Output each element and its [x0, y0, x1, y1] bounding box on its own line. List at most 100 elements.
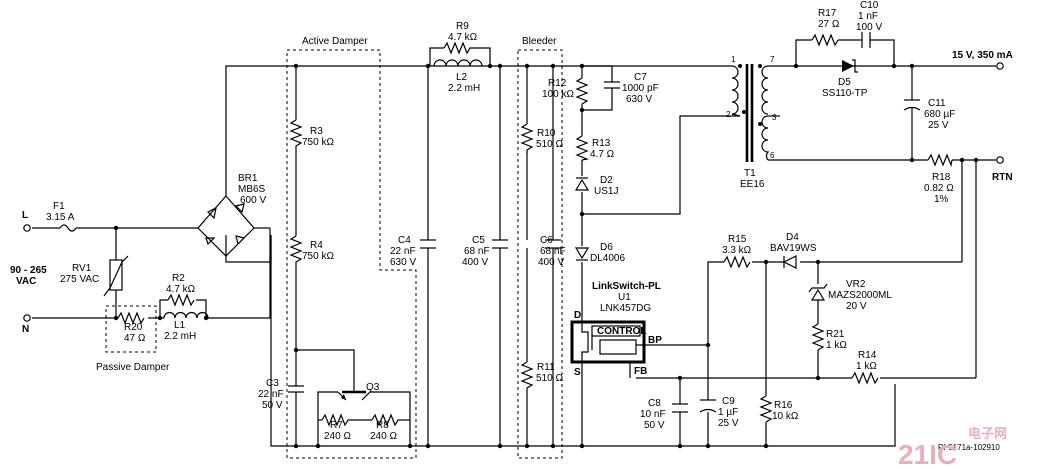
- capacitor-c11: [903, 99, 921, 111]
- drawing-id: PI-5171a-102910: [938, 443, 1000, 452]
- t1-pin1: 1: [731, 55, 736, 64]
- c6-value2: 400 V: [538, 257, 564, 268]
- input-voltage-line1: 90 - 265: [10, 265, 47, 276]
- r13-name: R13: [592, 138, 611, 149]
- c3-name: C3: [266, 378, 279, 389]
- r16-name: R16: [774, 400, 793, 411]
- resistor-r2: [167, 293, 195, 307]
- c10-value: 1 nF: [858, 11, 878, 22]
- c9-value: 1 µF: [718, 407, 738, 418]
- d2-value: US1J: [594, 186, 618, 197]
- zener-vr2: [808, 283, 828, 301]
- r4-name: R4: [310, 240, 323, 251]
- r10-name: R10: [537, 128, 556, 139]
- label-bleeder: Bleeder: [522, 36, 557, 47]
- c7-value: 1000 pF: [622, 83, 659, 94]
- t1-pin6: 6: [770, 151, 775, 160]
- resistor-r21: [811, 323, 825, 351]
- c5-name: C5: [472, 235, 485, 246]
- input-voltage-line2: VAC: [16, 276, 36, 287]
- c9-value2: 25 V: [718, 418, 739, 429]
- resistor-r14: [851, 371, 879, 385]
- l2-name: L2: [456, 72, 468, 83]
- capacitor-c6: [545, 239, 561, 249]
- br1-value: MB6S: [238, 184, 266, 195]
- capacitor-c7: [604, 81, 620, 89]
- c4-value: 22 nF: [390, 246, 416, 257]
- r17-name: R17: [818, 8, 837, 19]
- terminal-l: L: [22, 210, 28, 221]
- r7-name: R7: [330, 420, 343, 431]
- junctions: [23, 62, 1004, 449]
- resistor-r15: [723, 255, 751, 269]
- vr2-value: MAZS2000ML: [828, 290, 892, 301]
- diode-d6: [574, 247, 590, 261]
- c11-value: 680 µF: [924, 109, 955, 120]
- u1-control-label: CONTROL: [597, 326, 646, 337]
- d4-name: D4: [786, 232, 799, 243]
- inductor-l2: [433, 59, 483, 67]
- d5-name: D5: [838, 77, 851, 88]
- t1-pin3: 3: [772, 113, 777, 122]
- c8-value: 10 nF: [640, 409, 666, 420]
- l1-value: 2.2 mH: [164, 331, 196, 342]
- c8-value2: 50 V: [644, 420, 665, 431]
- r10-value: 510 Ω: [536, 139, 563, 150]
- c6-name: C6: [540, 235, 553, 246]
- l1-name: L1: [174, 320, 186, 331]
- fuse-f1: [59, 224, 77, 232]
- l2-value: 2.2 mH: [448, 83, 480, 94]
- r12-name: R12: [548, 78, 567, 89]
- resistor-r4: [289, 235, 303, 266]
- resistor-r8: [371, 413, 400, 427]
- resistor-r17: [811, 33, 839, 47]
- r8-name: R8: [376, 420, 389, 431]
- br1-name: BR1: [238, 173, 258, 184]
- r16-value: 10 kΩ: [772, 411, 799, 422]
- resistor-r13: [575, 135, 590, 161]
- resistor-r7: [321, 413, 352, 427]
- capacitor-c3: [288, 385, 304, 400]
- c6-value: 68 nF: [540, 246, 566, 257]
- output-rtn: RTN: [992, 172, 1013, 183]
- c8-name: C8: [648, 398, 661, 409]
- capacitor-c9: [699, 399, 717, 413]
- d4-value: BAV19WS: [770, 243, 817, 254]
- capacitor-c5: [492, 239, 508, 249]
- r17-value: 27 Ω: [818, 19, 840, 30]
- d2-name: D2: [600, 175, 613, 186]
- r21-name: R21: [826, 329, 845, 340]
- resistor-r9: [443, 41, 474, 55]
- diode-d5: [842, 59, 858, 73]
- u1-pin-fb: FB: [634, 366, 647, 377]
- label-active-damper: Active Damper: [302, 36, 368, 47]
- r18-value: 0.82 Ω: [924, 183, 954, 194]
- diode-d2: [574, 177, 590, 191]
- c10-value2: 100 V: [856, 22, 882, 33]
- r3-name: R3: [310, 126, 323, 137]
- f1-name: F1: [53, 201, 65, 212]
- br1-value2: 600 V: [240, 195, 266, 206]
- ic-u1: [570, 320, 646, 378]
- r11-value: 510 Ω: [536, 373, 563, 384]
- bridge-br1: [197, 180, 272, 263]
- resistor-r11: [520, 361, 534, 390]
- u1-title: LinkSwitch-PL: [592, 281, 661, 292]
- c7-value2: 630 V: [626, 94, 652, 105]
- vr2-name: VR2: [846, 279, 866, 290]
- r2-name: R2: [172, 273, 185, 284]
- output-15v: 15 V, 350 mA: [952, 50, 1013, 61]
- varistor-rv1: [103, 255, 129, 297]
- r7-value: 240 Ω: [324, 431, 351, 442]
- diode-d4: [782, 255, 797, 269]
- r20-name: R20: [124, 322, 143, 333]
- c11-value2: 25 V: [928, 120, 949, 131]
- r3-value: 750 kΩ: [302, 137, 334, 148]
- c11-name: C11: [928, 98, 946, 109]
- r21-value: 1 kΩ: [826, 340, 847, 351]
- resistor-r10: [520, 123, 534, 153]
- t1-value: EE16: [740, 179, 765, 190]
- t1-pin7: 7: [770, 55, 775, 64]
